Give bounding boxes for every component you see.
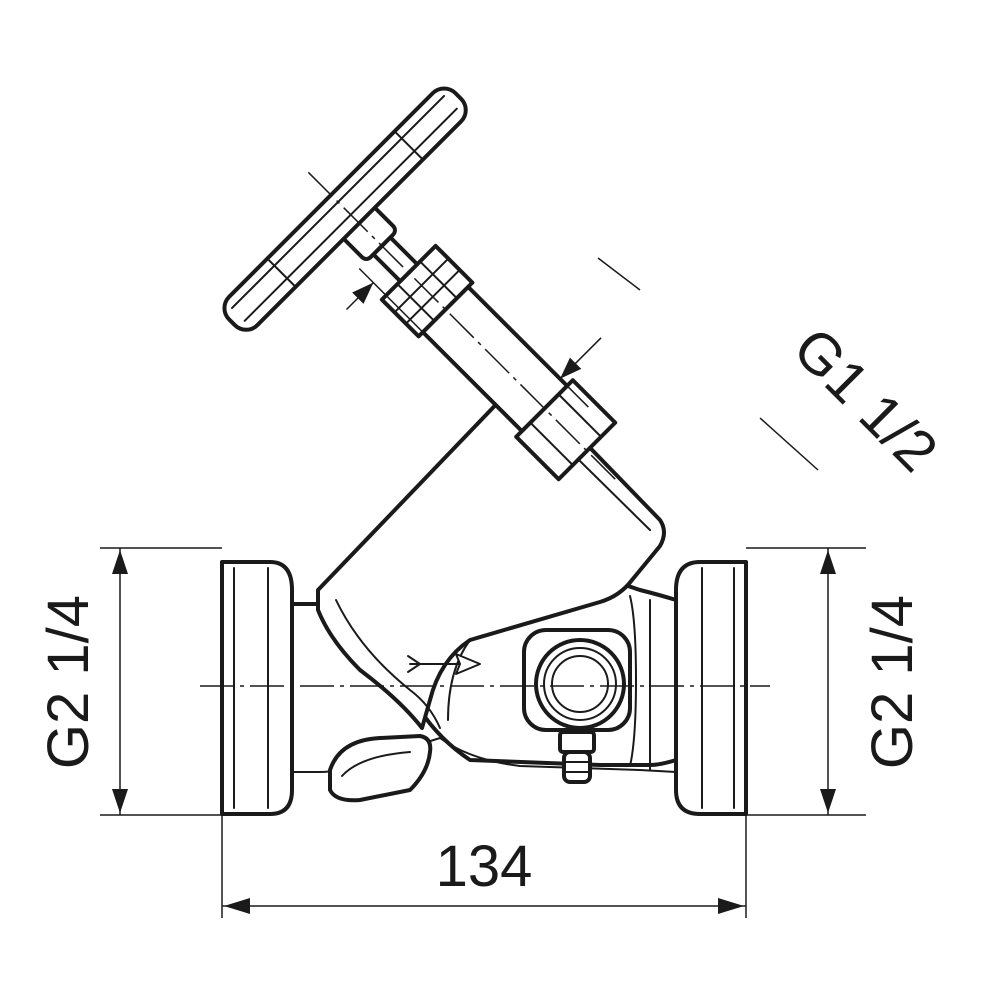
left-thread-label: G2 1/4 bbox=[36, 595, 101, 769]
bonnet-assembly bbox=[222, 86, 618, 482]
right-thread-dimension: G2 1/4 bbox=[746, 547, 925, 816]
left-thread-dimension: G2 1/4 bbox=[36, 547, 222, 816]
left-flange bbox=[220, 560, 294, 816]
valve-body bbox=[220, 384, 748, 816]
bonnet-thread-dimension bbox=[345, 267, 602, 408]
inspection-port bbox=[522, 628, 632, 732]
drain-nipple bbox=[558, 730, 596, 784]
overall-length-label: 134 bbox=[436, 834, 533, 899]
drain-lever bbox=[328, 734, 433, 803]
flow-arrow-icon bbox=[407, 653, 481, 675]
right-thread-label: G2 1/4 bbox=[860, 595, 925, 769]
overall-length-dimension: 134 bbox=[221, 815, 747, 918]
right-flange bbox=[674, 560, 748, 816]
